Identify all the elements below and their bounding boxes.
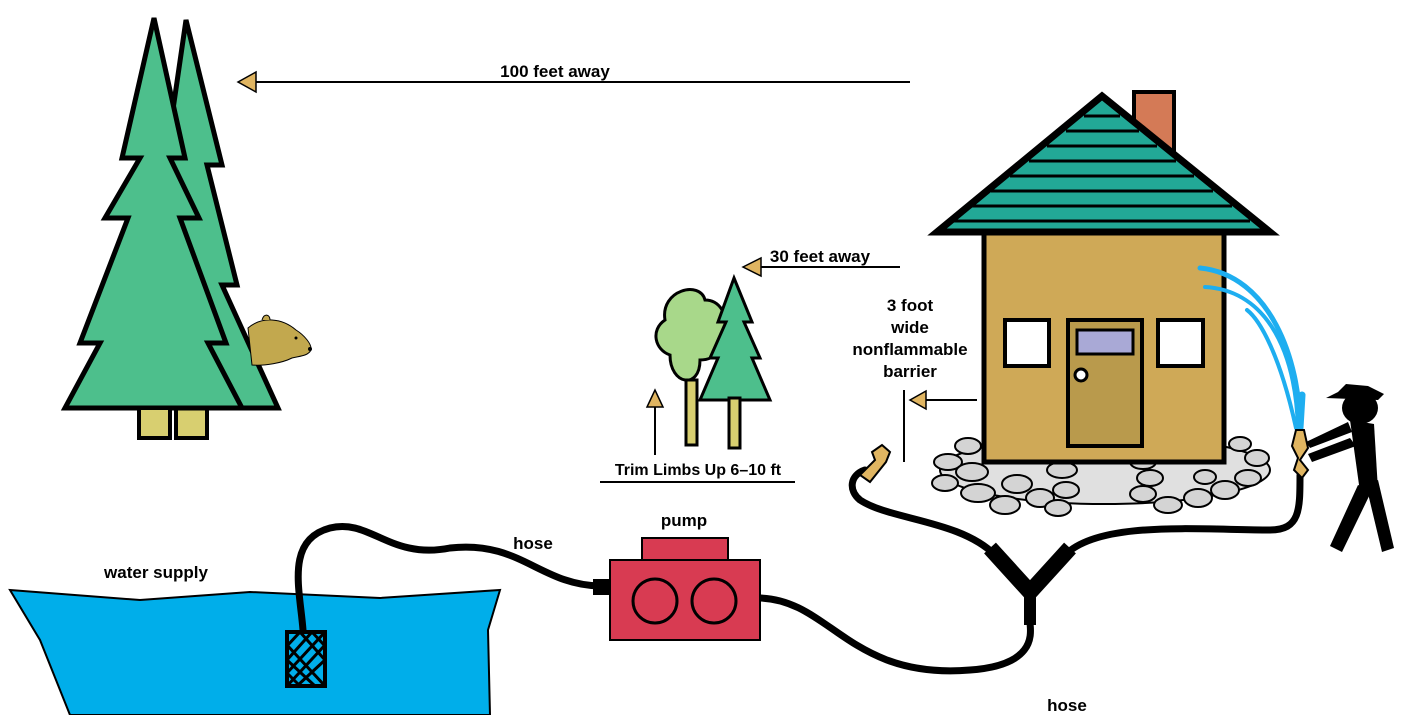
window-right xyxy=(1158,320,1203,366)
hose-label-bottom: hose xyxy=(1047,696,1087,715)
distance-arrow-far: 100 feet away xyxy=(238,62,910,92)
nozzle-icon xyxy=(1292,430,1308,478)
hose-coupling xyxy=(593,579,610,595)
barrier-annotation: 3 foot wide nonflammable barrier xyxy=(852,296,977,462)
trim-arrow xyxy=(647,390,663,455)
water-supply xyxy=(10,590,500,715)
bear-icon xyxy=(248,315,312,365)
trim-label: Trim Limbs Up 6–10 ft xyxy=(615,462,782,479)
hose-label-left: hose xyxy=(513,534,553,553)
barrier-label-line4: barrier xyxy=(883,362,937,381)
distance-near-label: 30 feet away xyxy=(770,247,871,266)
window-left xyxy=(1005,320,1049,366)
hose-splitter-icon xyxy=(990,548,1070,625)
nozzle-icon xyxy=(860,445,890,482)
distance-arrow-near: 30 feet away xyxy=(743,247,900,276)
distance-far-label: 100 feet away xyxy=(500,62,610,81)
barrier-label-line1: 3 foot xyxy=(887,296,934,315)
firefighter-icon xyxy=(1306,384,1394,552)
pump-icon xyxy=(610,538,760,640)
house-icon xyxy=(932,92,1270,516)
pump-label: pump xyxy=(661,511,707,530)
barrier-label-line2: wide xyxy=(890,318,929,337)
water-supply-label: water supply xyxy=(103,563,208,582)
barrier-label-line3: nonflammable xyxy=(852,340,967,359)
